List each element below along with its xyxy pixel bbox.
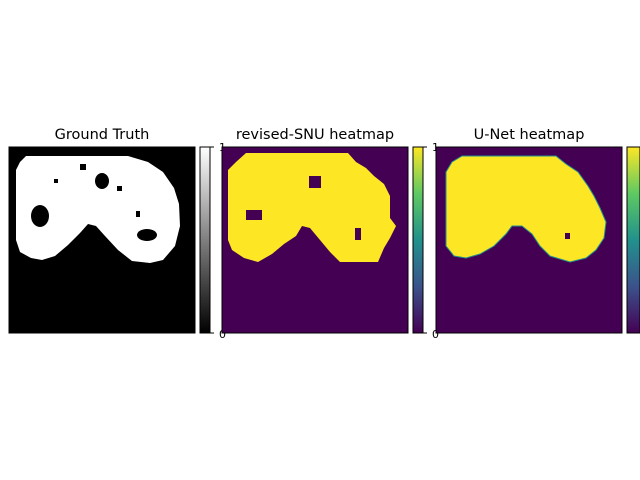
colorbar [412, 146, 424, 334]
prediction-hole [309, 176, 321, 188]
mask-hole [80, 164, 86, 170]
panel-ground-truth: Ground Truth 1 0 [8, 127, 226, 341]
mask-hole [31, 205, 49, 227]
colorbar-tick-label-min: 0 [219, 328, 226, 341]
chart-title: revised-SNU heatmap [236, 127, 394, 143]
chart-title: Ground Truth [55, 127, 150, 143]
colorbar [199, 146, 211, 334]
prediction-hole [246, 210, 262, 220]
chart-title: U-Net heatmap [474, 127, 585, 143]
heatmap-prediction [445, 155, 607, 263]
heatmap-frame [221, 146, 409, 334]
heatmap-mask [16, 156, 180, 263]
panel-revised-snu: revised-SNU heatmap 1 0 [221, 127, 439, 341]
prediction-hole [355, 228, 361, 240]
prediction-hole [565, 233, 570, 239]
panel-unet: U-Net heatmap [435, 127, 640, 334]
heatmap-frame [8, 146, 196, 334]
mask-hole [95, 173, 109, 189]
heatmap-frame [435, 146, 623, 334]
mask-hole [117, 186, 122, 191]
mask-hole [136, 211, 140, 217]
heatmap-prediction [228, 153, 396, 262]
mask-hole [54, 179, 58, 183]
colorbar-tick-label-min: 0 [432, 328, 439, 341]
mask-hole [137, 229, 157, 241]
prediction-region [228, 153, 396, 262]
colorbar [626, 146, 640, 334]
